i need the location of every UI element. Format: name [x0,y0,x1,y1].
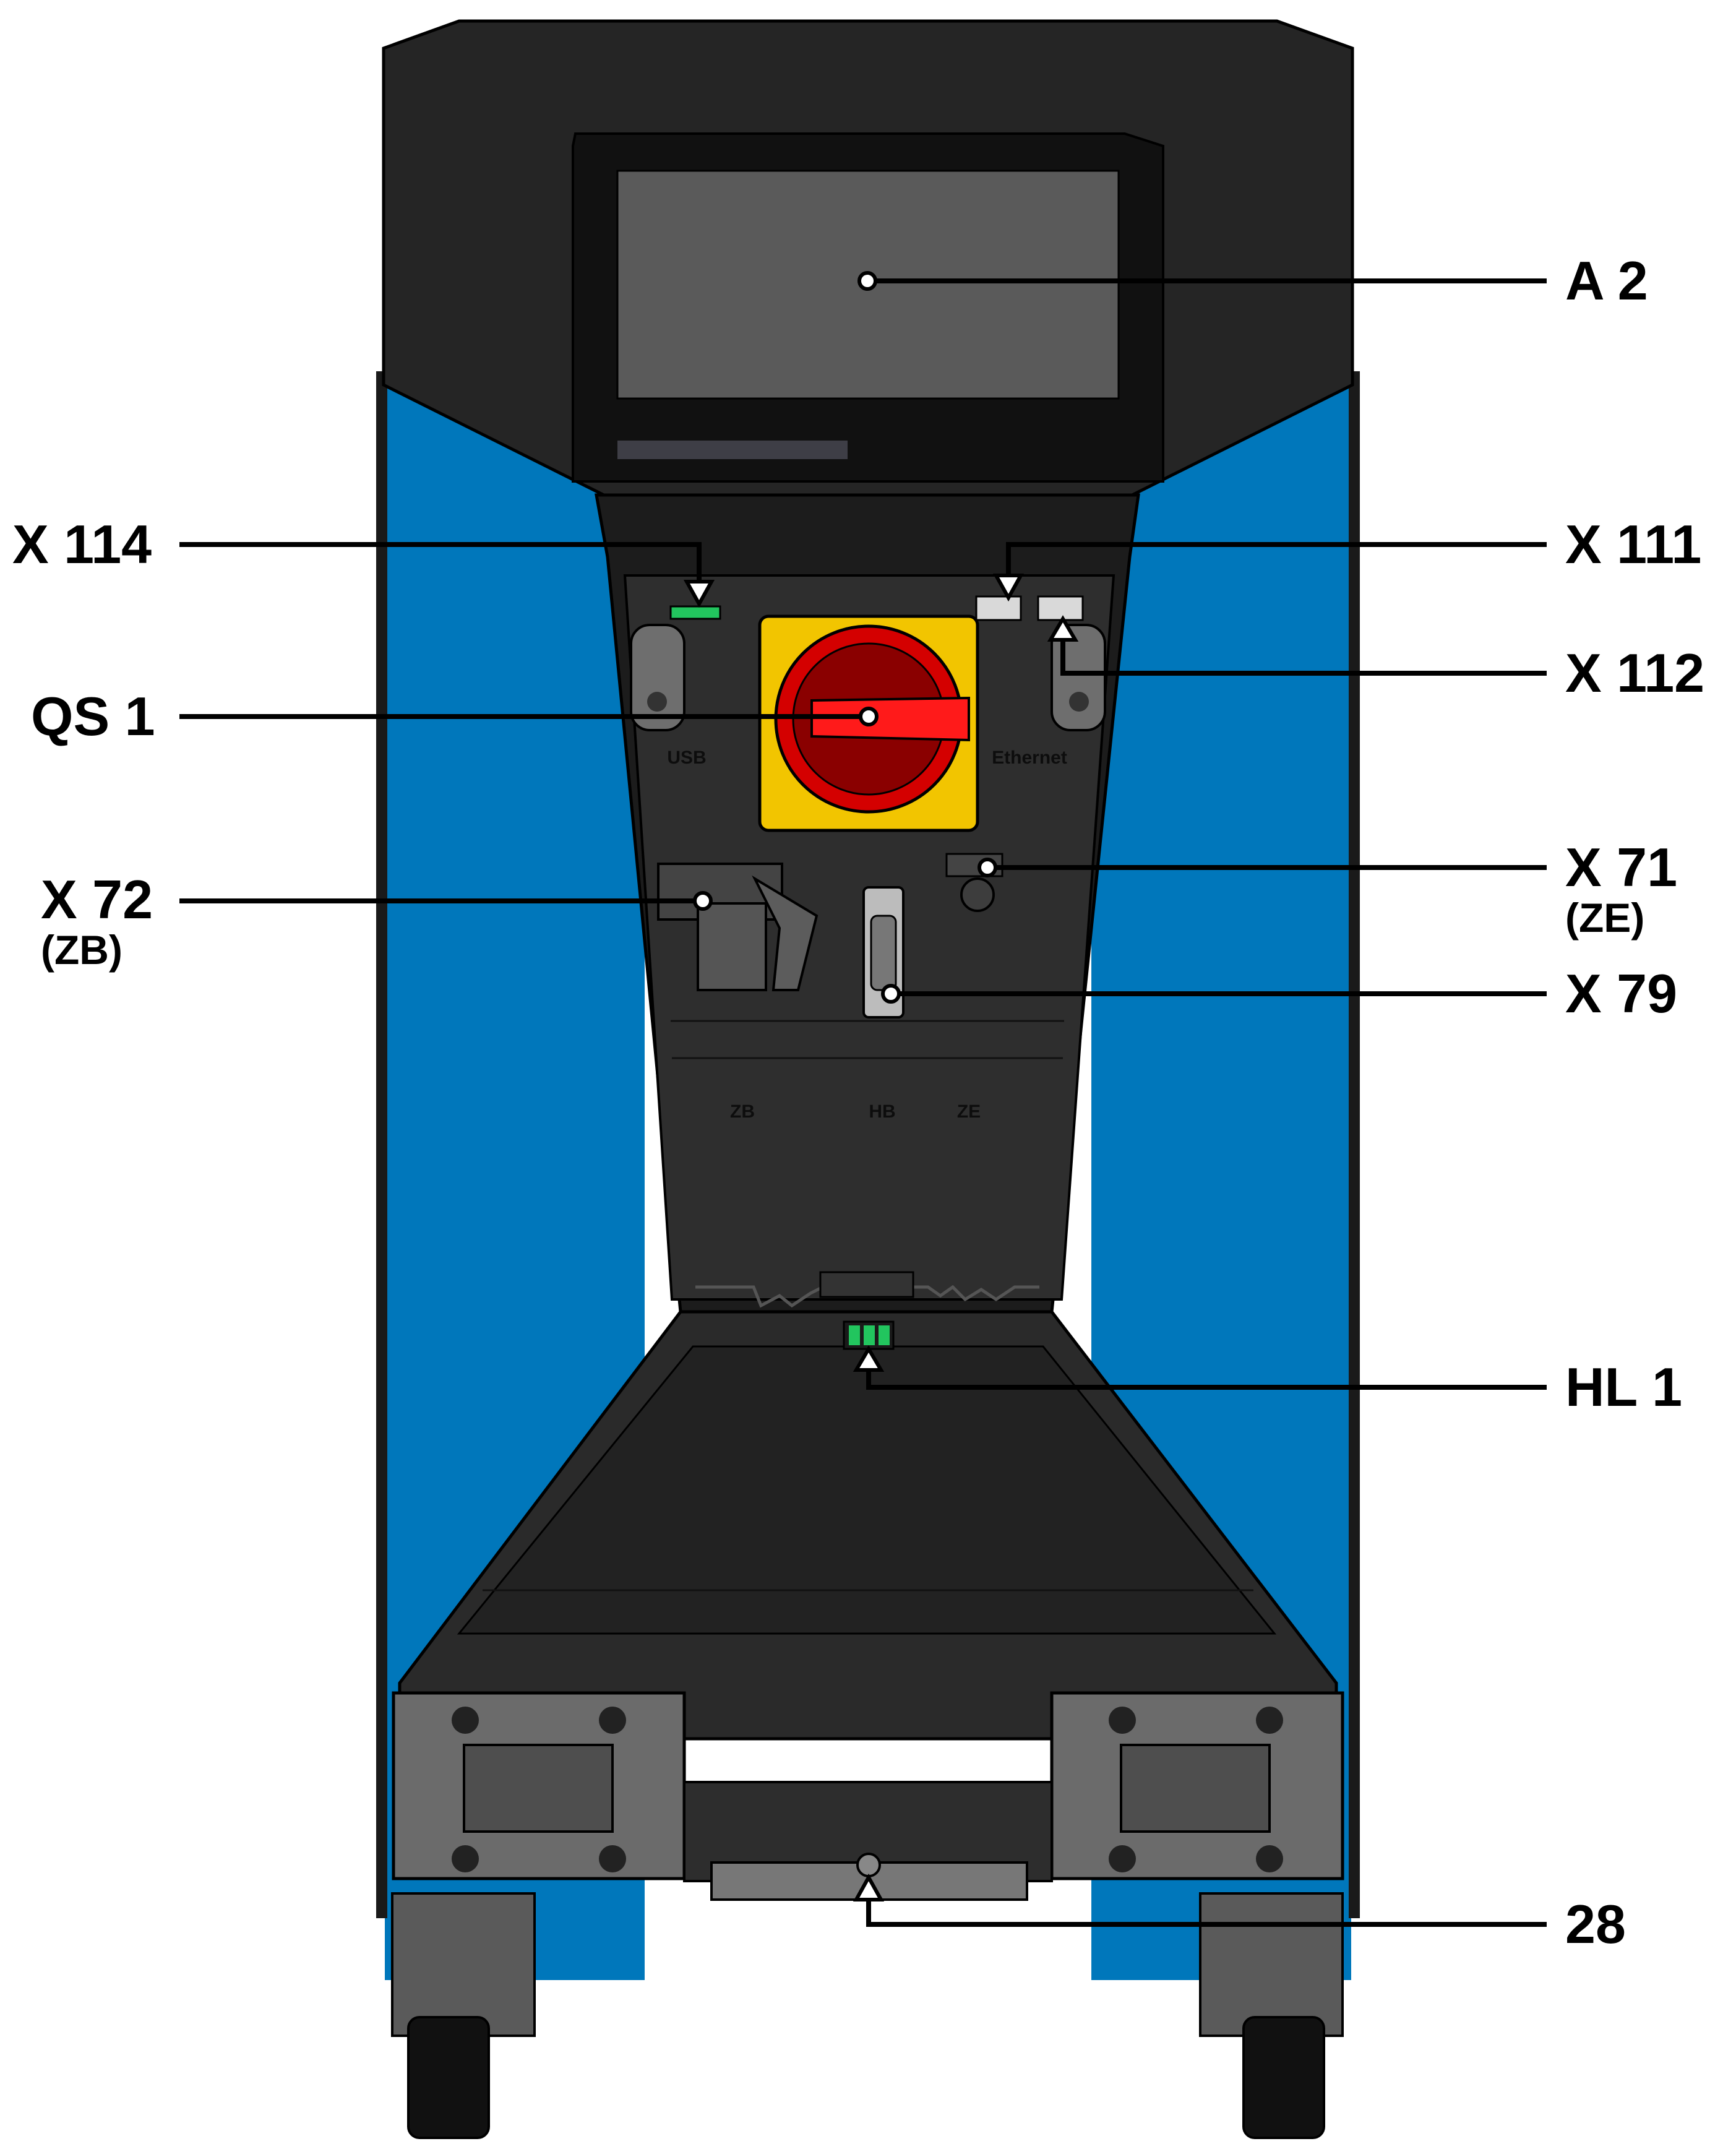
right-wheel [1199,1892,1344,2139]
callout-x71: X 71 [1565,837,1677,898]
connector-x71 [945,853,1003,912]
callout-x111: X 111 [1565,514,1701,575]
connector-x79 [862,886,905,1019]
callout-a2: A 2 [1565,250,1648,311]
zb-label: ZB [730,1101,755,1122]
ethernet-port-2 [1037,595,1084,621]
callout-x72: X 72 [41,869,153,930]
cabinet [376,19,1360,2139]
usb-label: USB [667,747,706,768]
callout-leader-ends [693,271,997,1004]
ethernet-label: Ethernet [992,747,1067,768]
callout-x71-sub: (ZE) [1565,895,1644,941]
callout-hl1: HL 1 [1565,1356,1682,1418]
callout-28: 28 [1565,1893,1626,1955]
indicator-hl1 [843,1320,895,1350]
callout-x79: X 79 [1565,963,1677,1024]
hb-label: HB [869,1101,895,1122]
connector-x72 [657,863,819,991]
item-28-fastener [856,1853,881,1877]
callout-x72-sub: (ZB) [41,927,122,973]
callout-arrowheads [683,574,1079,1901]
callout-qs1: QS 1 [31,686,155,747]
ethernet-port-1 [975,595,1022,621]
callout-x112: X 112 [1565,642,1704,704]
callout-x114: X 114 [12,514,152,575]
usb-port [669,605,721,620]
display-strip [617,441,848,459]
left-wheel [391,1892,536,2139]
right-caster-block [1050,1691,1344,1880]
left-caster-block [392,1691,686,1880]
ze-label: ZE [957,1101,981,1122]
